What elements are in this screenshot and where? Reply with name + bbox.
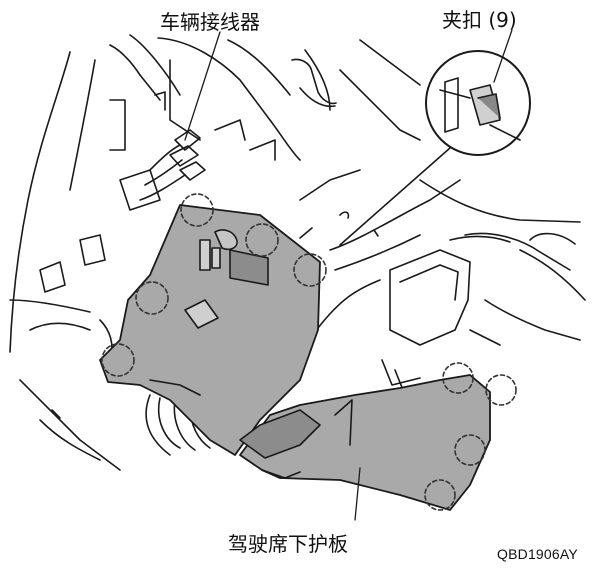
lower-cover-panel bbox=[99, 204, 491, 511]
label-clip: 夹扣 (9) bbox=[442, 8, 517, 32]
dashed-circle-icon bbox=[180, 193, 214, 227]
clip-callout bbox=[339, 50, 531, 246]
dashed-circle-icon bbox=[424, 479, 456, 511]
leader-clip bbox=[493, 29, 513, 83]
dashed-circle-icon bbox=[293, 253, 327, 287]
label-leaders bbox=[184, 29, 513, 521]
dashed-circle-icon bbox=[485, 374, 517, 406]
dashed-circle-icon bbox=[101, 343, 135, 377]
label-lower-cover: 驾驶席下护板 bbox=[228, 532, 348, 556]
figure-code: QBD1906AY bbox=[497, 546, 578, 562]
dashboard-lineart bbox=[9, 34, 586, 471]
label-vehicle-connector: 车辆接线器 bbox=[160, 10, 260, 34]
dashed-circle-icon bbox=[245, 223, 279, 257]
leader-lower-cover bbox=[354, 467, 361, 521]
dashed-circle-icon bbox=[135, 281, 169, 315]
leader-vehicle-connector bbox=[184, 31, 221, 141]
clip-position-markers bbox=[101, 193, 517, 511]
dashed-circle-icon bbox=[454, 434, 486, 466]
dashed-circle-icon bbox=[442, 362, 474, 394]
